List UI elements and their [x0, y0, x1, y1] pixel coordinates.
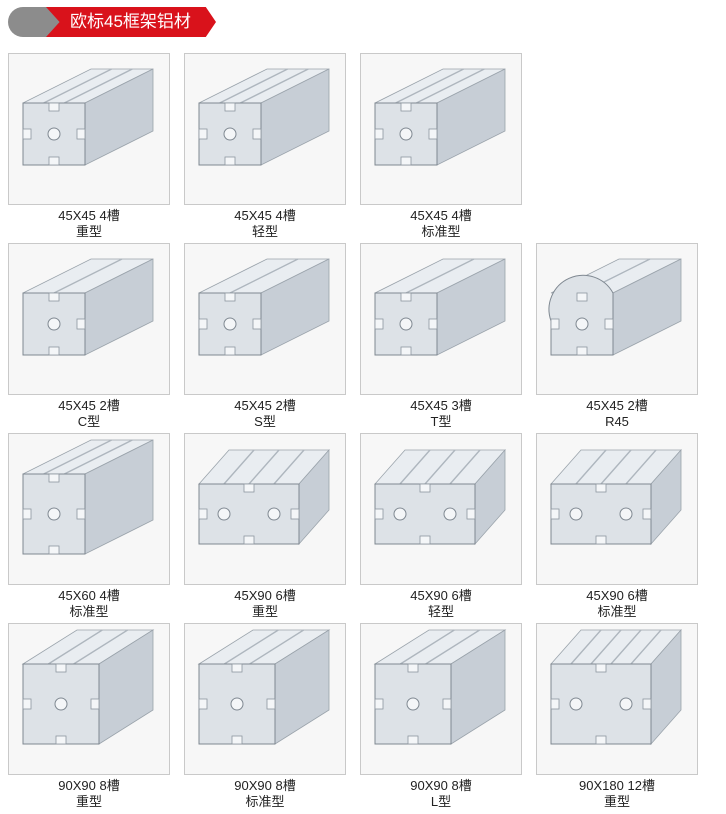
product-row: 45X45 2槽 C型 45X45 2槽 S型 45X45 3槽 T型 45X4… [8, 243, 700, 433]
product-type-label: 重型 [603, 794, 630, 809]
product-image [184, 53, 346, 205]
product-row: 45X45 4槽 重型 45X45 4槽 轻型 45X45 4槽 标准型 [8, 53, 700, 243]
product-size-label: 45X90 6槽 [586, 588, 648, 603]
profile-illustration-icon [548, 258, 682, 356]
product-card[interactable]: 45X45 4槽 标准型 [360, 53, 522, 243]
product-type-label: 标准型 [597, 604, 637, 619]
product-type-label: 标准型 [245, 794, 285, 809]
product-size-label: 45X45 2槽 [58, 398, 120, 413]
profile-illustration-icon [21, 629, 155, 745]
product-type-label: L型 [430, 794, 452, 809]
profile-illustration-icon [22, 439, 154, 555]
product-image [360, 53, 522, 205]
product-card[interactable]: 45X90 6槽 标准型 [536, 433, 698, 623]
product-row: 90X90 8槽 重型 90X90 8槽 标准型 90X90 8槽 L型 90X… [8, 623, 700, 813]
product-type-label: C型 [77, 414, 101, 429]
product-row: 45X60 4槽 标准型 45X90 6槽 重型 45X90 6槽 轻型 45X… [8, 433, 700, 623]
product-type-label: 重型 [75, 224, 102, 239]
product-size-label: 45X45 4槽 [410, 208, 472, 223]
product-size-label: 45X90 6槽 [410, 588, 472, 603]
product-size-label: 45X60 4槽 [58, 588, 120, 603]
product-card[interactable]: 90X90 8槽 L型 [360, 623, 522, 813]
product-card[interactable]: 45X45 2槽 R45 [536, 243, 698, 433]
product-type-label: 轻型 [427, 604, 454, 619]
profile-illustration-icon [198, 258, 330, 356]
product-type-label: 重型 [251, 604, 278, 619]
product-card[interactable]: 45X45 2槽 C型 [8, 243, 170, 433]
product-image [8, 53, 170, 205]
product-size-label: 45X45 4槽 [58, 208, 120, 223]
profile-illustration-icon [198, 448, 330, 546]
profile-illustration-icon [374, 448, 506, 546]
product-size-label: 45X45 4槽 [234, 208, 296, 223]
product-type-label: 标准型 [69, 604, 109, 619]
product-size-label: 90X180 12槽 [579, 778, 655, 793]
product-card[interactable]: 45X45 2槽 S型 [184, 243, 346, 433]
product-image [184, 433, 346, 585]
product-card[interactable]: 90X90 8槽 重型 [8, 623, 170, 813]
product-card[interactable]: 45X45 3槽 T型 [360, 243, 522, 433]
product-size-label: 90X90 8槽 [58, 778, 120, 793]
product-size-label: 45X90 6槽 [234, 588, 296, 603]
product-type-label: 轻型 [251, 224, 278, 239]
section-title: 欧标45框架铝材 [70, 12, 191, 31]
product-type-label: 标准型 [421, 224, 461, 239]
product-image [360, 243, 522, 395]
product-type-label: 重型 [75, 794, 102, 809]
product-type-label: T型 [430, 414, 452, 429]
product-size-label: 90X90 8槽 [234, 778, 296, 793]
product-image [8, 623, 170, 775]
header-red-banner [46, 7, 216, 37]
profile-illustration-icon [374, 68, 506, 166]
profile-illustration-icon [22, 68, 154, 166]
product-card[interactable]: 45X45 4槽 重型 [8, 53, 170, 243]
product-card[interactable]: 45X60 4槽 标准型 [8, 433, 170, 623]
profile-illustration-icon [550, 628, 682, 746]
product-image [184, 623, 346, 775]
profile-illustration-icon [197, 629, 331, 745]
product-card[interactable]: 90X180 12槽 重型 [536, 623, 698, 813]
product-card[interactable]: 90X90 8槽 标准型 [184, 623, 346, 813]
profile-illustration-icon [198, 68, 330, 166]
profile-illustration-icon [374, 258, 506, 356]
product-image [8, 243, 170, 395]
product-size-label: 45X45 2槽 [234, 398, 296, 413]
profile-illustration-icon [550, 448, 682, 546]
profile-illustration-icon [373, 629, 507, 745]
product-type-label: R45 [605, 414, 629, 429]
product-card[interactable]: 45X90 6槽 轻型 [360, 433, 522, 623]
product-image [8, 433, 170, 585]
product-image [536, 623, 698, 775]
product-card[interactable]: 45X45 4槽 轻型 [184, 53, 346, 243]
section-header: 欧标45框架铝材 [8, 7, 298, 37]
product-image [360, 623, 522, 775]
product-image [536, 243, 698, 395]
product-size-label: 45X45 3槽 [410, 398, 472, 413]
profile-illustration-icon [22, 258, 154, 356]
product-image [360, 433, 522, 585]
product-type-label: S型 [254, 414, 276, 429]
product-card[interactable]: 45X90 6槽 重型 [184, 433, 346, 623]
product-image [184, 243, 346, 395]
product-size-label: 90X90 8槽 [410, 778, 472, 793]
product-image [536, 433, 698, 585]
product-size-label: 45X45 2槽 [586, 398, 648, 413]
